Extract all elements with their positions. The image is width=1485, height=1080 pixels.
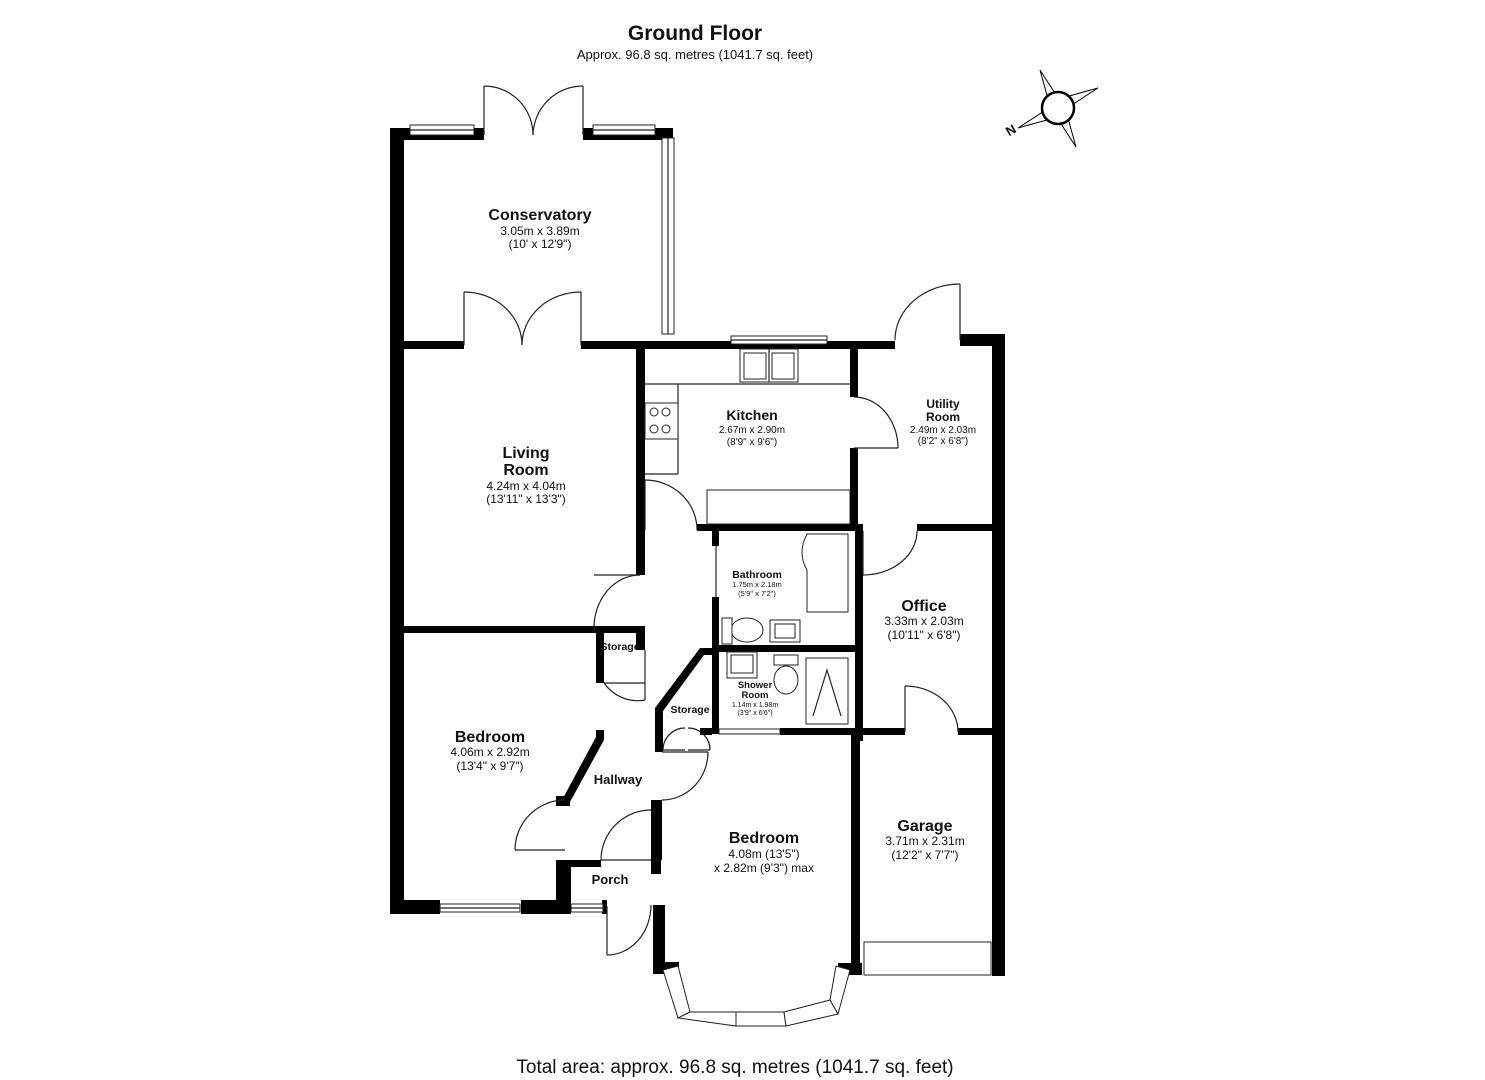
room-name: Kitchen <box>726 407 777 423</box>
room-name: Conservatory <box>488 207 591 224</box>
room-conservatory: Conservatory 3.05m x 3.89m (10' x 12'9") <box>488 207 591 251</box>
room-dimensions-imperial: (13'11" x 13'3") <box>486 492 566 506</box>
room-dimensions-imperial: (10'11" x 6'8") <box>888 628 961 642</box>
room-hallway: Hallway <box>594 772 643 787</box>
room-name: Bedroom <box>729 830 799 847</box>
room-name-line2: Room <box>742 690 769 701</box>
room-name-line1: Living <box>502 445 549 462</box>
room-name: Garage <box>897 818 952 835</box>
room-storage-1: Storage <box>600 641 639 653</box>
room-dimensions-imperial: (13'4" x 9'7") <box>456 759 523 773</box>
room-shower-room: Shower Room 1.14m x 1.98m (3'9" x 6'6") <box>732 680 778 717</box>
room-bedroom-2: Bedroom 4.08m (13'5") x 2.82m (9'3") max <box>714 830 814 875</box>
room-dimensions-metric: 2.49m x 2.03m <box>910 425 976 436</box>
room-dimensions-line1: 4.08m (13'5") <box>728 847 799 861</box>
room-name: Storage <box>670 704 709 716</box>
compass-icon <box>1017 69 1099 148</box>
room-name-line1: Utility <box>926 397 960 411</box>
room-porch: Porch <box>592 872 629 887</box>
fixtures <box>644 348 851 725</box>
compass-north-label: N <box>1003 121 1019 139</box>
room-dimensions-imperial: (8'9" x 9'6") <box>727 437 777 448</box>
total-area: Total area: approx. 96.8 sq. metres (104… <box>516 1057 953 1078</box>
doors <box>463 85 992 976</box>
room-dimensions-line2: x 2.82m (9'3") max <box>714 861 814 875</box>
room-name: Storage <box>600 641 639 653</box>
room-dimensions-metric: 1.14m x 1.98m <box>732 702 778 709</box>
room-name: Hallway <box>594 772 643 787</box>
plan-title: Ground Floor <box>628 22 762 45</box>
room-dimensions-imperial: (10' x 12'9") <box>509 237 572 251</box>
walls <box>390 128 1005 976</box>
room-dimensions-metric: 3.05m x 3.89m <box>500 224 579 238</box>
room-name: Office <box>901 598 946 615</box>
room-bedroom-1: Bedroom 4.06m x 2.92m (13'4" x 9'7") <box>450 729 529 773</box>
room-storage-2: Storage <box>670 704 709 716</box>
room-dimensions-metric: 4.24m x 4.04m <box>486 479 565 493</box>
room-dimensions-metric: 3.71m x 2.31m <box>885 834 964 848</box>
room-dimensions-metric: 3.33m x 2.03m <box>884 614 963 628</box>
room-name: Bedroom <box>455 729 525 746</box>
plan-subtitle: Approx. 96.8 sq. metres (1041.7 sq. feet… <box>577 47 813 62</box>
room-dimensions-metric: 2.67m x 2.90m <box>719 425 785 436</box>
room-dimensions-imperial: (3'9" x 6'6") <box>737 710 772 717</box>
room-garage: Garage 3.71m x 2.31m (12'2" x 7'7") <box>885 818 964 862</box>
room-name-line1: Shower <box>738 680 773 691</box>
room-living-room: Living Room 4.24m x 4.04m (13'11" x 13'3… <box>486 445 566 506</box>
room-kitchen: Kitchen 2.67m x 2.90m (8'9" x 9'6") <box>719 407 785 448</box>
room-dimensions-imperial: (8'2" x 6'8") <box>918 436 968 447</box>
room-dimensions-imperial: (5'9" x 7'2") <box>738 589 776 598</box>
room-dimensions-metric: 4.06m x 2.92m <box>450 745 529 759</box>
room-name-line2: Room <box>926 410 960 424</box>
room-dimensions-imperial: (12'2" x 7'7") <box>891 848 958 862</box>
room-name: Porch <box>592 872 629 887</box>
room-name: Bathroom <box>732 569 782 581</box>
room-dimensions-metric: 1.75m x 2.18m <box>732 580 782 589</box>
room-name-line2: Room <box>503 462 548 479</box>
room-bathroom: Bathroom 1.75m x 2.18m (5'9" x 7'2") <box>732 569 782 598</box>
room-utility: Utility Room 2.49m x 2.03m (8'2" x 6'8") <box>910 397 976 447</box>
windows <box>409 124 851 1027</box>
room-office: Office 3.33m x 2.03m (10'11" x 6'8") <box>884 598 963 642</box>
